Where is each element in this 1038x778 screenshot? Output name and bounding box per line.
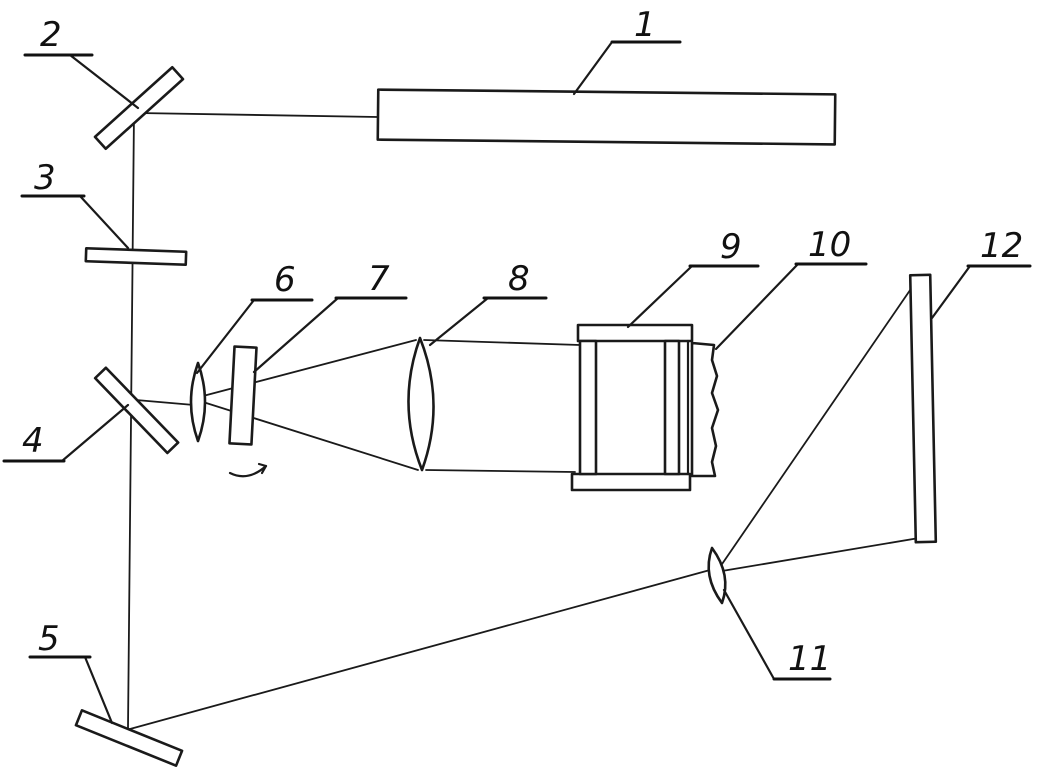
- label-12: 12: [980, 226, 1023, 266]
- leader-9: [626, 264, 694, 329]
- cell-right-window: [663, 339, 681, 476]
- leader-2: [68, 53, 140, 110]
- leader-12: [930, 264, 972, 320]
- leader-1: [572, 40, 614, 96]
- label-8: 8: [508, 259, 530, 299]
- beam-splitter-element-4: [93, 366, 180, 455]
- label-2: 2: [40, 15, 62, 55]
- leader-6: [195, 298, 256, 375]
- lens-element-6: [189, 361, 207, 443]
- label-4: 4: [22, 421, 44, 461]
- label-7: 7: [368, 259, 390, 299]
- leader-3: [78, 194, 130, 250]
- label-3: 3: [34, 158, 56, 198]
- label-11: 11: [788, 639, 831, 679]
- leader-8: [428, 296, 490, 347]
- leader-10: [714, 262, 800, 351]
- beam-lens-8-to-cell-top: [423, 339, 581, 346]
- screen-element-12: [908, 273, 938, 544]
- beam-mirror-5-to-lens-11: [129, 569, 711, 730]
- beam-lens-11-to-screen-bottom: [721, 536, 926, 572]
- leader-lines: [2, 40, 1032, 725]
- beam-mirror-4-to-lens-6: [135, 399, 195, 406]
- beam-paths: [127, 112, 926, 730]
- leader-11: [722, 588, 776, 681]
- label-10: 10: [808, 225, 851, 265]
- label-5: 5: [38, 619, 60, 659]
- cell-element-9: [570, 323, 694, 492]
- leader-5: [83, 655, 114, 725]
- beam-lens-11-to-screen-top: [719, 279, 918, 568]
- laser-element-1: [376, 88, 837, 146]
- beam-vertical-axis: [127, 112, 135, 729]
- leader-7: [252, 296, 340, 374]
- beam-lens-8-to-cell-bottom: [425, 469, 576, 473]
- sample-element-10: [690, 341, 720, 478]
- number-labels: 1 2 3 4 5 6 7 8 9 10 11 12: [22, 5, 1023, 679]
- label-9: 9: [720, 227, 742, 267]
- mirror-element-5: [74, 709, 184, 767]
- plate-element-3: [84, 246, 188, 267]
- leader-4: [60, 403, 130, 463]
- rotation-arrow-icon: [228, 464, 268, 478]
- rotation-arrow-head: [257, 462, 268, 475]
- beam-laser-to-mirror-2: [137, 112, 379, 118]
- plate-element-7: [228, 345, 258, 446]
- cell-left-window: [578, 339, 598, 476]
- cell-bottom-wall: [570, 472, 692, 492]
- cell-top-wall: [576, 323, 694, 343]
- label-1: 1: [634, 5, 656, 45]
- lens-element-11: [707, 546, 727, 605]
- lens-element-8: [407, 336, 435, 472]
- label-6: 6: [274, 260, 296, 300]
